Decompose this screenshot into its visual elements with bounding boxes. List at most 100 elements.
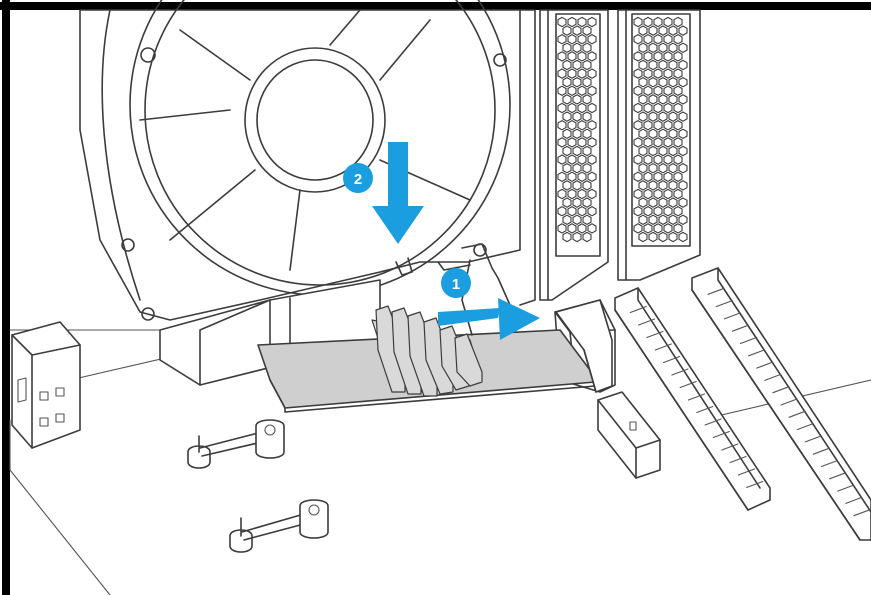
vent-hex	[658, 128, 668, 140]
vent-hex	[663, 16, 673, 28]
vent-hex	[587, 205, 597, 217]
vent-hex	[658, 197, 668, 208]
vent-hex	[633, 188, 643, 200]
vent-hex	[653, 102, 663, 114]
vent-hex	[577, 171, 587, 183]
slot-tooth	[804, 435, 822, 443]
vent-hex	[648, 42, 658, 54]
slot-tooth	[788, 410, 806, 418]
vent-hex	[673, 68, 683, 79]
step-2-badge: 2	[343, 163, 373, 193]
bracket-vent-pattern	[557, 16, 688, 243]
vent-hex	[638, 111, 648, 122]
vent-hex	[668, 76, 678, 88]
slot-tooth	[671, 368, 689, 376]
vent-hex	[678, 25, 688, 36]
card-bracket	[555, 299, 613, 393]
vent-hex	[633, 171, 643, 183]
vent-hex	[653, 188, 663, 200]
slot-tooth	[646, 330, 664, 339]
vent-hex	[557, 188, 567, 200]
vent-hex	[572, 59, 582, 71]
slot-tooth	[756, 361, 774, 369]
vent-hex	[577, 154, 587, 165]
vent-hex	[577, 68, 587, 79]
vent-hex	[663, 68, 673, 79]
vent-hex	[653, 16, 663, 28]
vent-hex	[582, 145, 592, 157]
slot-tooth	[679, 380, 697, 389]
vent-hex	[562, 25, 572, 36]
vent-hex	[572, 128, 582, 140]
vent-hex	[663, 205, 673, 217]
vent-hex	[577, 205, 587, 217]
vent-hex	[653, 68, 663, 79]
vent-hex	[663, 102, 673, 114]
vent-hex	[567, 102, 577, 114]
vent-hex	[557, 68, 567, 79]
vent-hex	[638, 197, 648, 208]
vent-hex	[678, 76, 688, 88]
vent-hex	[587, 119, 597, 131]
step-1-badge: 1	[441, 268, 471, 298]
vent-hex	[638, 42, 648, 54]
slot-tooth	[704, 418, 722, 426]
vent-hex	[562, 162, 572, 174]
vent-hex	[653, 205, 663, 217]
vent-hex	[643, 16, 653, 28]
card-heatsink	[371, 305, 483, 397]
vent-hex	[663, 154, 673, 165]
slot-tooth	[731, 324, 749, 332]
vent-hex	[658, 59, 668, 71]
vent-hex	[638, 59, 648, 71]
vent-hex	[582, 111, 592, 122]
vent-hex	[562, 197, 572, 208]
vent-hex	[643, 137, 653, 148]
vent-hex	[567, 137, 577, 148]
vent-hex	[658, 42, 668, 54]
vent-hex	[668, 128, 678, 140]
vent-hex	[658, 76, 668, 88]
vent-hex	[572, 197, 582, 208]
vent-hex	[663, 188, 673, 200]
slot-tooth	[707, 287, 725, 295]
vent-hex	[643, 188, 653, 200]
vent-hex	[648, 197, 658, 208]
vent-hex	[577, 51, 587, 62]
vent-hex	[653, 171, 663, 183]
vent-hex	[572, 25, 582, 36]
vent-hex	[638, 214, 648, 226]
pcie-slot-long	[691, 267, 871, 541]
vent-hex	[663, 85, 673, 97]
vent-hex	[633, 154, 643, 165]
vent-hex	[633, 33, 643, 45]
slot-tooth	[715, 300, 733, 308]
vent-hex	[587, 33, 597, 45]
vent-hex	[582, 231, 592, 243]
slot-tooth	[721, 443, 739, 451]
vent-hex	[668, 94, 678, 105]
slot-tooth	[654, 343, 672, 351]
vent-hex	[633, 68, 643, 79]
vent-hex	[562, 76, 572, 88]
vent-hex	[673, 33, 683, 45]
vent-hex	[557, 33, 567, 45]
vent-hex	[557, 154, 567, 165]
vent-hex	[587, 188, 597, 200]
vent-hex	[653, 154, 663, 165]
vent-hex	[673, 51, 683, 62]
vent-hex	[638, 25, 648, 36]
vent-hex	[673, 205, 683, 217]
vent-hex	[587, 154, 597, 165]
vent-hex	[562, 145, 572, 157]
vent-hex	[668, 25, 678, 36]
vent-hex	[678, 214, 688, 226]
vent-hex	[658, 145, 668, 157]
vent-hex	[557, 137, 567, 148]
vent-hex	[648, 59, 658, 71]
vent-hex	[567, 85, 577, 97]
vent-hex	[562, 214, 572, 226]
slot-tooth	[780, 398, 798, 406]
